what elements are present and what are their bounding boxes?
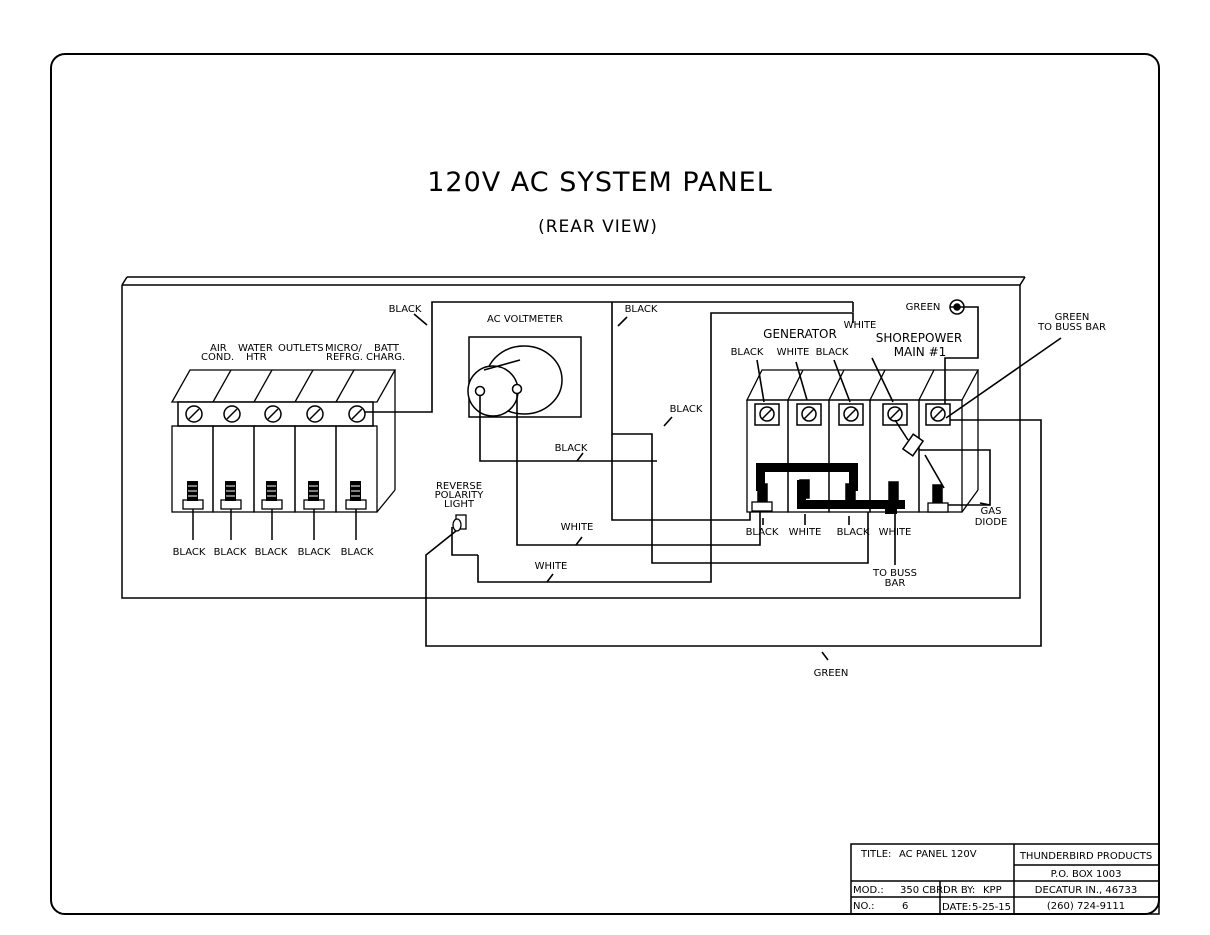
label-batt: BATT (374, 343, 400, 354)
title-block-date-label: DATE: (942, 902, 971, 913)
green-buss-label: GREEN (1055, 312, 1090, 323)
wire-label-white: WHITE (844, 320, 877, 331)
right-bottom-label: WHITE (789, 527, 822, 538)
right-bottom-label: BLACK (746, 527, 779, 538)
to-buss-label: TO BUSS (872, 568, 917, 579)
reverse-light-label: POLARITY (435, 490, 485, 501)
wires (365, 301, 1062, 661)
main-label: MAIN #1 (894, 345, 947, 359)
right-top-label: BLACK (816, 347, 849, 358)
left-wire-label: BLACK (214, 547, 247, 558)
gas-diode-label: DIODE (975, 517, 1008, 528)
jumper-bars (756, 463, 905, 514)
wire-label-black: BLACK (389, 304, 422, 315)
left-top-screws (185, 405, 366, 423)
title-block-phone: (260) 724-9111 (1047, 901, 1125, 912)
title-block (850, 843, 1160, 915)
title-block-dr-value: KPP (983, 885, 1002, 896)
wire-label-green: GREEN (906, 302, 941, 313)
right-breaker-bank (745, 369, 980, 513)
left-wire-label: BLACK (255, 547, 288, 558)
wire-label-black: BLACK (625, 304, 658, 315)
title-block-mod-value: 350 CBR (900, 885, 943, 896)
title-block-title-value: AC PANEL 120V (899, 849, 977, 860)
title-block-po-box: P.O. BOX 1003 (1051, 869, 1122, 880)
generator-label: GENERATOR (763, 327, 837, 341)
drawing-frame (50, 53, 1160, 915)
title-block-no-value: 6 (902, 901, 908, 912)
right-bottom-terminals (751, 501, 949, 513)
right-top-screws (754, 403, 951, 426)
left-wire-label: BLACK (298, 547, 331, 558)
wire-label-green: GREEN (814, 668, 849, 679)
page-title: 120V AC SYSTEM PANEL (427, 167, 773, 198)
title-block-company: THUNDERBIRD PRODUCTS (1019, 851, 1152, 862)
gas-diode-label: GAS (981, 506, 1002, 517)
to-buss-label: BAR (885, 578, 906, 589)
gas-diode (901, 433, 925, 457)
shorepower-label: SHOREPOWER (876, 331, 962, 345)
ac-voltmeter (467, 336, 582, 418)
label-water: WATER (238, 343, 273, 354)
label-cond: COND. (201, 352, 234, 363)
label-outlets: OUTLETS (278, 343, 324, 354)
wire-label-white: WHITE (561, 522, 594, 533)
right-bottom-screws (757, 479, 943, 504)
left-wire-label: BLACK (341, 547, 374, 558)
left-output-wires (192, 509, 357, 540)
title-block-no-label: NO.: (853, 901, 875, 912)
voltmeter-label: AC VOLTMETER (487, 314, 563, 325)
left-wire-label: BLACK (173, 547, 206, 558)
title-block-date-value: 5-25-15 (972, 902, 1011, 913)
green-buss-label: TO BUSS BAR (1037, 322, 1106, 333)
right-top-label: WHITE (777, 347, 810, 358)
wire-label-black: BLACK (555, 443, 588, 454)
label-refrg: REFRG. (326, 352, 363, 363)
right-bottom-label: BLACK (837, 527, 870, 538)
label-charg: CHARG. (366, 352, 405, 363)
left-bottom-terminals (182, 499, 367, 510)
reverse-polarity-light (452, 514, 467, 532)
label-htr: HTR (246, 352, 267, 363)
title-block-title-label: TITLE: (860, 849, 891, 860)
label-air: AIR (210, 343, 227, 354)
panel-board (121, 276, 1026, 599)
label-micro: MICRO/ (325, 343, 362, 354)
wire-label-black: BLACK (670, 404, 703, 415)
page-subtitle: (REAR VIEW) (538, 217, 658, 237)
right-top-label: BLACK (731, 347, 764, 358)
reverse-light-label: LIGHT (444, 499, 475, 510)
title-block-city: DECATUR IN., 46733 (1035, 885, 1137, 896)
title-block-mod-label: MOD.: (853, 885, 884, 896)
wire-label-white: WHITE (535, 561, 568, 572)
title-block-dr-label: DR BY: (943, 885, 975, 896)
left-breaker-bank (170, 369, 397, 513)
reverse-light-label: REVERSE (436, 481, 482, 492)
